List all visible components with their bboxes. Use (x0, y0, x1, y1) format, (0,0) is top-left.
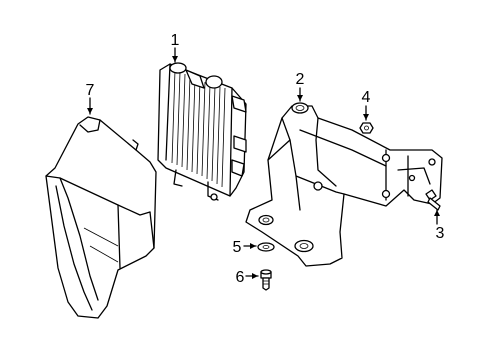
callout-6: 6 (236, 269, 245, 286)
washer-icon (257, 242, 275, 252)
air-duct-icon (45, 116, 157, 319)
nut-icon (359, 122, 374, 134)
callout-5: 5 (233, 239, 242, 256)
callout-leaders (87, 47, 440, 279)
callout-4: 4 (362, 89, 371, 106)
callout-7: 7 (86, 82, 95, 99)
radiator-icon (157, 62, 247, 201)
callout-3: 3 (436, 225, 445, 242)
callout-2: 2 (296, 71, 305, 88)
radiator-fins (171, 69, 226, 188)
screw-icon (260, 269, 272, 291)
callout-1: 1 (171, 32, 180, 49)
mounting-bracket-icon (245, 102, 443, 267)
